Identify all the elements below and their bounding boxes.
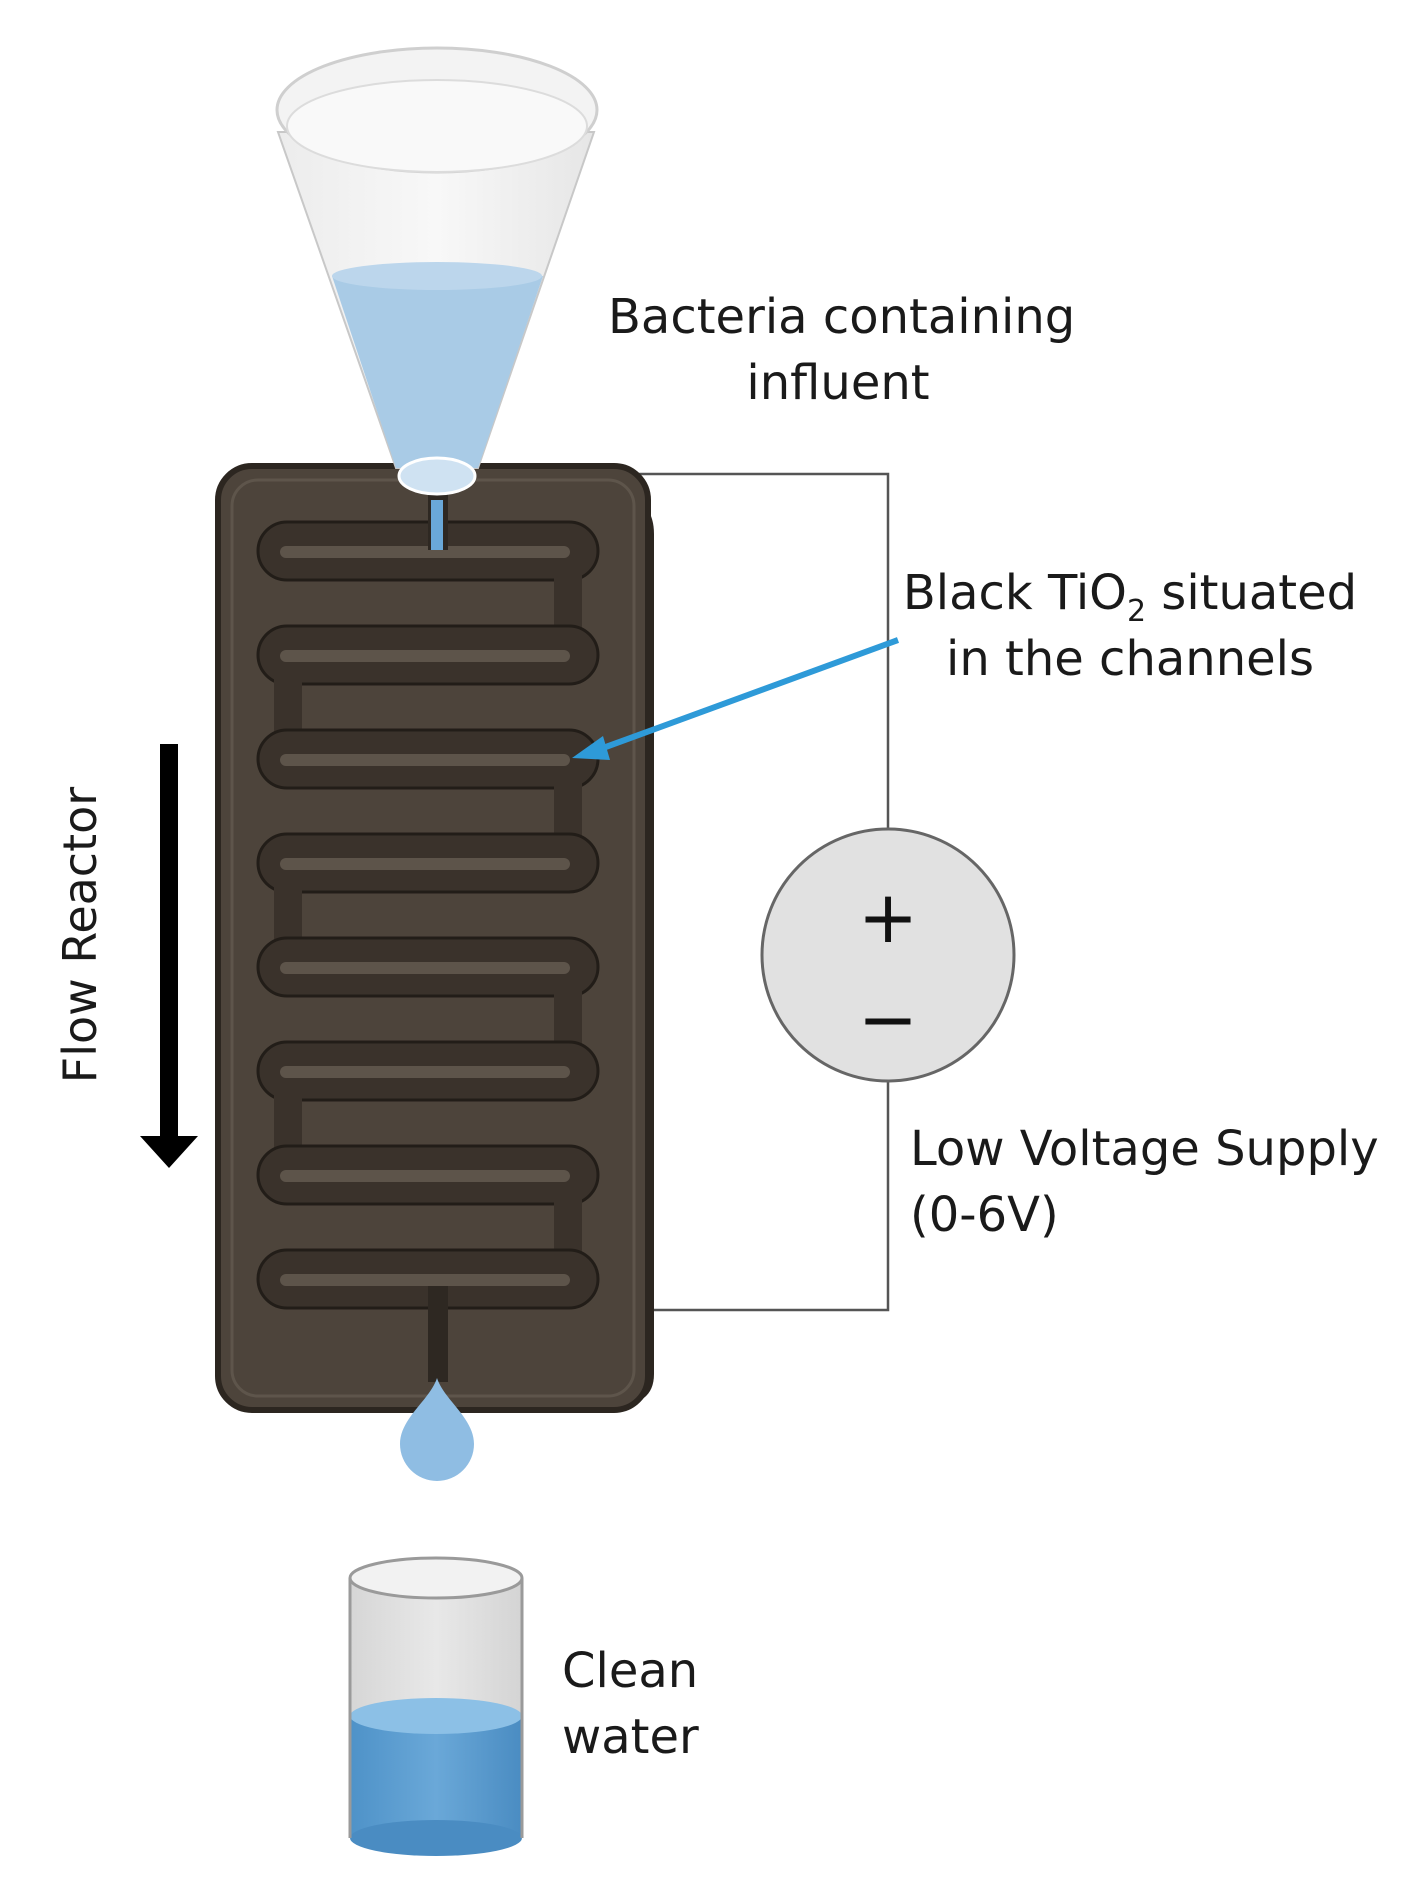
tio2-label-line2: in the channels [946,631,1314,687]
annotation-arrow [572,637,900,760]
channel-divider-2 [280,650,570,662]
channel-divider-3 [280,754,570,766]
channel-divider-5 [280,962,570,974]
supply-label-line1: Low Voltage Supply [910,1121,1379,1177]
channel-divider-7 [280,1170,570,1182]
supply-label-line2: (0-6V) [910,1187,1059,1243]
channel-link-4 [274,886,302,944]
channel-link-3 [554,782,582,840]
voltage-supply: + − [760,827,1016,1083]
reactor-plate [215,463,654,1413]
channel-link-2 [274,678,302,736]
channel-divider-8 [280,1274,570,1286]
channel-link-1 [554,574,582,632]
flow-reactor-label: Flow Reactor [53,786,107,1084]
channel-link-6 [274,1094,302,1152]
plus-symbol: + [858,875,918,959]
circuit-wire-bottom [652,1082,890,1312]
tio2-subscript: 2 [1126,594,1147,629]
tio2-label: Black TiO2 situated in the channels [900,560,1360,692]
tio2-label-part2: situated [1146,565,1358,621]
funnel [275,46,599,496]
channel-divider-6 [280,1066,570,1078]
channel-link-7 [554,1198,582,1256]
outlet-slot [428,1286,448,1382]
clean-water-label-line1: Clean [562,1643,699,1699]
tio2-label-line1: Black TiO2 situated [900,560,1360,629]
minus-symbol: − [858,977,918,1061]
water-droplet [400,1378,474,1481]
channel-divider-1 [280,546,570,558]
supply-label: Low Voltage Supply (0-6V) [910,1116,1379,1248]
tio2-label-part1: Black TiO [902,565,1127,621]
channel-divider-4 [280,858,570,870]
influent-label: Bacteria containing influent [608,284,1076,416]
flow-direction-arrow [140,744,198,1168]
clean-water-label: Clean water [562,1638,699,1770]
channel-link-5 [554,990,582,1048]
influent-label-line1: Bacteria containing [608,289,1076,345]
clean-water-label-line2: water [562,1709,699,1765]
clean-water-beaker [348,1556,524,1856]
influent-label-line2: influent [746,355,930,411]
